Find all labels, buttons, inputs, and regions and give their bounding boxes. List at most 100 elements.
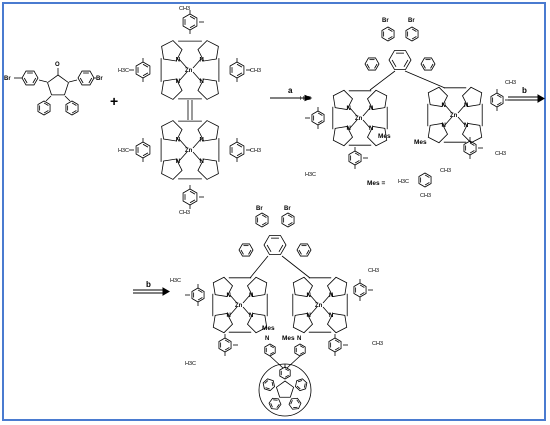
arrow-label-a: a — [288, 86, 293, 95]
p2-brph-l-double — [261, 222, 267, 226]
dimer-bot-n-label-4: N — [200, 159, 204, 165]
p1-mes-label-2: Mes — [414, 139, 427, 146]
p2-porph-r-nzn4 — [322, 306, 331, 316]
p2-porph-l-n-label-4: N — [249, 313, 253, 319]
p1-ph-r — [420, 57, 436, 71]
p2-porph-l-n-label-1: N — [227, 293, 231, 299]
p2-ph-r — [296, 243, 312, 257]
p1-porph-r-n-label-2: N — [464, 103, 468, 109]
p2-py-bond-l — [269, 355, 284, 369]
p1-porph-l-n-label-3: N — [347, 126, 351, 132]
dimer-ch3-4: CH3 — [179, 210, 190, 216]
p2-mes-label-1: Mes — [262, 325, 275, 332]
dimer-top-n-label-4: N — [200, 79, 204, 85]
p1-porph-r-zn-label: Zn — [450, 113, 458, 119]
dimer-ch3-1: CH3 — [179, 6, 190, 12]
p1-mes-3-double — [496, 102, 502, 106]
dimer-top-mes-e-double — [236, 63, 243, 68]
dimer-top-mes-w-double — [142, 63, 149, 68]
p2-core — [263, 235, 287, 255]
p1-porph-l-n-label-1: N — [347, 106, 351, 112]
p1-mes-2-double — [354, 152, 360, 156]
p2-brph-r-double — [287, 222, 293, 226]
arrow-label-b-bottom: b — [146, 280, 151, 289]
cpo-br-left: Br — [4, 76, 11, 82]
dimer-top-n-label-1: N — [176, 58, 180, 64]
c60-hex-1-double — [303, 383, 306, 388]
dimer-top-n-label-3: N — [176, 79, 180, 85]
dimer-top-pyrrole-nw — [161, 40, 183, 62]
p2-porph-r-n-label-3: N — [307, 313, 311, 319]
p2-porph-l-pyrrole-ne — [246, 276, 268, 297]
p1-porph-r-nzn2 — [457, 104, 466, 114]
mes-legend-ring — [418, 172, 432, 188]
dimer-bot-nzn3 — [178, 151, 188, 162]
p2-porph-r-nzn3 — [309, 306, 318, 316]
p2-porph-r-n-label-4: N — [329, 313, 333, 319]
p2-py-r-double — [299, 351, 304, 355]
p1-mes-1-double — [317, 120, 323, 124]
p2-py-n-1: N — [265, 336, 269, 342]
c60-hex-0-double — [284, 374, 289, 378]
p1-porph-r-nzn1 — [444, 104, 453, 114]
c60-hex-1-double — [297, 380, 303, 383]
p2-porph-l-zn-label: Zn — [235, 303, 243, 309]
p2-mes-4-double — [334, 339, 340, 343]
p1-mes-1-double — [317, 112, 323, 116]
cpo-ring — [47, 74, 69, 96]
p1-core-double — [391, 59, 397, 68]
p1-porph-r-pyrrole-se — [461, 123, 483, 144]
dimer-top-pyrrole-sw — [161, 78, 183, 100]
mes-definition-label: Mes = — [367, 180, 385, 187]
dimer-top-mes-n-double — [189, 24, 196, 29]
dimer-ch3-2: CH3 — [250, 68, 261, 74]
arrow-a-head — [304, 94, 313, 102]
cpo-ph-bond-r — [64, 95, 71, 102]
cpo-br-right: Br — [96, 76, 103, 82]
p2-mes-3-double — [359, 284, 365, 288]
dimer-top-mes-w-double — [142, 72, 149, 77]
c60-fullerene — [258, 363, 312, 417]
p1-ph-l-double — [366, 63, 370, 69]
p2-mes-label-2: Mes — [282, 335, 295, 342]
p1-porph-r-n-label-4: N — [464, 123, 468, 129]
p1-brph-l-double — [387, 36, 393, 40]
dimer-top-mes-n-double — [189, 15, 196, 20]
p2-brph-l-double — [261, 214, 267, 218]
p2-py-l-double — [269, 345, 274, 349]
dimer-bot-nzn2 — [192, 138, 202, 149]
dimer-bot-mes-w-double — [142, 143, 149, 148]
p2-ph-r-double — [298, 249, 302, 255]
p2-porph-r-pyrrole-se — [326, 313, 348, 334]
p2-porph-r-n-label-2: N — [329, 293, 333, 299]
p1-porph-l-nzn3 — [349, 119, 358, 129]
cpo-aryl-right-double — [88, 77, 93, 84]
dimer-top-nzn1 — [178, 58, 188, 69]
p2-mes-1-double — [197, 289, 203, 293]
p2-py-r-double — [299, 345, 304, 349]
p1-porph-l-pyrrole-sw — [332, 126, 354, 147]
dimer-bot-zn-label: Zn — [185, 148, 193, 154]
p1-porph-r-pyrrole-nw — [427, 86, 449, 107]
p2-porph-r-pyrrole-sw — [292, 313, 314, 334]
mes-legend-ch3-b: CH3 — [420, 193, 431, 199]
p2-porph-l-pyrrole-se — [246, 313, 268, 334]
p1-brph-l — [381, 26, 395, 42]
cpo-ph-left-double — [43, 110, 49, 114]
cpo-aryl-right-double — [79, 77, 84, 84]
p2-porph-r-nzn1 — [309, 294, 318, 304]
cpo-ph-left — [37, 100, 51, 116]
p1-porph-r-n-label-3: N — [442, 123, 446, 129]
p2-porph-l-nzn2 — [242, 294, 251, 304]
p2-ph-l-double — [240, 249, 244, 255]
p1-mes-4-double — [469, 150, 475, 154]
dimer-top-mes-e-double — [236, 72, 243, 77]
cpo-ph-right — [65, 100, 79, 116]
p1-porph-l-nzn4 — [362, 119, 371, 129]
c60-center-pent — [275, 380, 295, 398]
c60-hex-1 — [295, 378, 308, 392]
p2-mes-4-double — [334, 347, 340, 351]
c60-hex-0 — [279, 366, 291, 380]
p1-porph-r-pyrrole-sw — [427, 123, 449, 144]
p1-ph-r-double — [430, 63, 434, 69]
